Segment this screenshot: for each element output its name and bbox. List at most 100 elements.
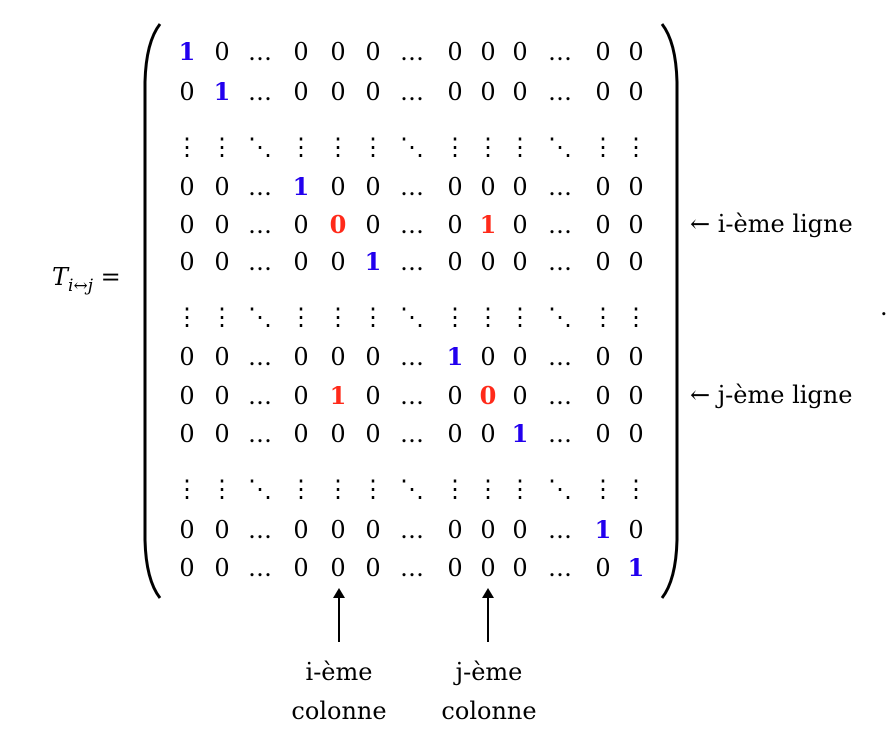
- matrix-cell: ⋮: [443, 303, 467, 331]
- matrix-cell: 0: [628, 248, 644, 276]
- matrix-cell: 0: [179, 516, 195, 544]
- matrix-cell: 1: [511, 419, 529, 448]
- matrix-cell: 0: [214, 38, 230, 66]
- matrix-cell: 0: [447, 516, 463, 544]
- matrix-cell: …: [248, 78, 272, 106]
- matrix-cell: 0: [179, 78, 195, 106]
- column-j-annotation-line1: j-ème: [455, 658, 523, 686]
- matrix-cell: ⋮: [361, 133, 385, 161]
- matrix-cell: 0: [365, 516, 381, 544]
- matrix-cell: …: [400, 382, 424, 410]
- matrix-subscript: i↔j: [68, 275, 93, 296]
- matrix-cell: ⋮: [289, 303, 313, 331]
- matrix-cell: 0: [480, 420, 496, 448]
- matrix-cell: …: [400, 173, 424, 201]
- matrix-cell: 0: [214, 173, 230, 201]
- matrix-cell: ⋮: [624, 133, 648, 161]
- matrix-cell: …: [400, 78, 424, 106]
- matrix-cell: …: [248, 248, 272, 276]
- column-i-annotation-line2: colonne: [291, 697, 387, 725]
- matrix-cell: 0: [365, 343, 381, 371]
- matrix-cell: …: [548, 420, 572, 448]
- matrix-cell: 0: [179, 248, 195, 276]
- matrix-cell: 0: [628, 343, 644, 371]
- matrix-cell: 1: [479, 210, 497, 239]
- matrix-cell: 0: [480, 516, 496, 544]
- matrix-cell: ⋮: [326, 475, 350, 503]
- matrix-cell: 0: [293, 516, 309, 544]
- matrix-cell: 0: [628, 78, 644, 106]
- matrix-cell: ⋮: [508, 475, 532, 503]
- matrix-cell: 0: [330, 78, 346, 106]
- matrix-cell: 0: [628, 173, 644, 201]
- matrix-cell: 1: [178, 37, 196, 66]
- matrix-cell: 0: [330, 554, 346, 582]
- matrix-cell: ⋮: [508, 303, 532, 331]
- matrix-cell: 0: [512, 382, 528, 410]
- matrix-cell: 0: [330, 248, 346, 276]
- matrix-cell: ⋮: [175, 303, 199, 331]
- matrix-cell: …: [400, 343, 424, 371]
- matrix-cell: 0: [330, 38, 346, 66]
- matrix-cell: ⋮: [624, 475, 648, 503]
- matrix-cell: …: [548, 382, 572, 410]
- matrix-cell: 1: [329, 381, 347, 410]
- matrix-cell: …: [400, 516, 424, 544]
- matrix-cell: 0: [447, 382, 463, 410]
- matrix-cell: 0: [365, 382, 381, 410]
- matrix-cell: 0: [329, 210, 347, 239]
- matrix-cell: …: [548, 516, 572, 544]
- matrix-cell: …: [248, 516, 272, 544]
- matrix-cell: ⋱: [248, 133, 272, 161]
- matrix-cell: …: [248, 38, 272, 66]
- matrix-cell: 0: [512, 211, 528, 239]
- column-i-arrow-icon: [333, 588, 345, 642]
- matrix-cell: 0: [293, 554, 309, 582]
- matrix-cell: ⋮: [326, 303, 350, 331]
- matrix-cell: ⋱: [400, 133, 424, 161]
- matrix-cell: ⋮: [289, 475, 313, 503]
- matrix-cell: 0: [595, 211, 611, 239]
- matrix-cell: 0: [293, 78, 309, 106]
- matrix-cell: ⋮: [210, 475, 234, 503]
- matrix-cell: 0: [214, 248, 230, 276]
- matrix-cell: 0: [512, 173, 528, 201]
- matrix-cell: 0: [447, 420, 463, 448]
- matrix-cell: ⋮: [361, 475, 385, 503]
- matrix-cell: ⋮: [326, 133, 350, 161]
- matrix-cell: ⋮: [289, 133, 313, 161]
- matrix-cell: 1: [627, 553, 645, 582]
- matrix-cell: ⋱: [248, 303, 272, 331]
- matrix-cell: 0: [480, 554, 496, 582]
- matrix-cell: 0: [214, 420, 230, 448]
- matrix-cell: 1: [364, 247, 382, 276]
- matrix-cell: ⋮: [591, 475, 615, 503]
- matrix-cell: 0: [447, 78, 463, 106]
- matrix-cell: 0: [595, 78, 611, 106]
- matrix-cell: 0: [293, 343, 309, 371]
- matrix-cell: …: [548, 248, 572, 276]
- matrix-cell: 0: [214, 554, 230, 582]
- column-j-annotation-line2: colonne: [441, 697, 537, 725]
- matrix-cell: …: [248, 382, 272, 410]
- matrix-cell: 0: [293, 248, 309, 276]
- matrix-cell: 1: [446, 342, 464, 371]
- column-i-annotation-line1: i-ème: [305, 658, 373, 686]
- column-j-arrow-icon: [482, 588, 494, 642]
- matrix-cell: 0: [595, 38, 611, 66]
- matrix-cell: 0: [480, 248, 496, 276]
- matrix-cell: ⋮: [476, 475, 500, 503]
- matrix-cell: 1: [213, 77, 231, 106]
- matrix-cell: 1: [594, 515, 612, 544]
- matrix-cell: 0: [480, 78, 496, 106]
- matrix-cell: ⋱: [248, 475, 272, 503]
- matrix-cell: 0: [447, 554, 463, 582]
- matrix-cell: 0: [293, 420, 309, 448]
- matrix-cell: 0: [447, 248, 463, 276]
- matrix-cell: 0: [330, 420, 346, 448]
- matrix-cell: 1: [292, 172, 310, 201]
- equals-sign: =: [100, 263, 121, 291]
- matrix-cell: 0: [628, 516, 644, 544]
- matrix-cell: 0: [480, 173, 496, 201]
